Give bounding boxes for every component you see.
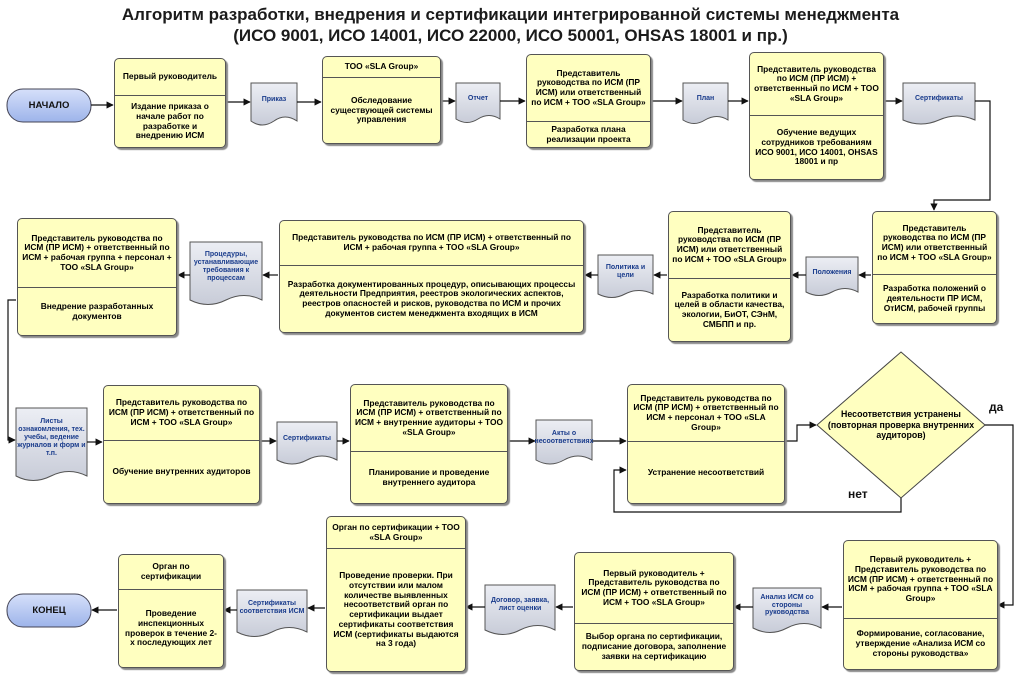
process-box-internal-audit: Представитель руководства по ИСМ (ПР ИСМ…	[350, 384, 508, 504]
doc-label-contract: Договор, заявка, лист оценки	[490, 597, 550, 612]
decision-no-label: нет	[848, 487, 868, 501]
process-box-plan: Представитель руководства по ИСМ (ПР ИСМ…	[526, 54, 651, 148]
doc-shape-familiarization	[15, 407, 88, 481]
box-header: Первый руководитель + Представитель руко…	[575, 553, 733, 624]
doc-label-procedures: Процедуры, устанавливающие требования к …	[193, 251, 259, 282]
end-terminal	[6, 593, 92, 628]
doc-shape-provisions	[805, 256, 859, 296]
box-header: Орган по сертификации + ТОО «SLA Group»	[327, 517, 465, 549]
connector-decision-yes	[985, 424, 1014, 609]
box-body: Обучение внутренних аудиторов	[112, 466, 251, 477]
decision-text: Несоответствия устранены (повторная пров…	[827, 409, 975, 441]
box-body: Издание приказа о начале работ по разраб…	[131, 101, 209, 141]
doc-shape-certificates-mid	[276, 421, 338, 465]
box-body: Разработка положений о деятельности ПР И…	[883, 283, 986, 313]
connector-certs-b5	[930, 100, 991, 211]
start-label: НАЧАЛО	[28, 100, 70, 111]
process-box-certification-audit: Орган по сертификации + ТОО «SLA Group» …	[326, 516, 466, 672]
doc-label-policy: Политика и цели	[605, 264, 646, 279]
box-body: Проведение проверки. При отсутствии или …	[333, 570, 459, 649]
process-box-management-review: Первый руководитель + Представитель руко…	[843, 540, 998, 670]
box-header: Представитель руководства по ИСМ (ПР ИСМ…	[351, 385, 507, 452]
box-body: Проведение инспекционных проверок в тече…	[125, 608, 217, 648]
doc-shape-report	[455, 82, 501, 123]
connector-b8-sheets	[7, 299, 16, 444]
doc-shape-acts	[535, 419, 593, 465]
process-box-corrections: Представитель руководства по ИСМ (ПР ИСМ…	[627, 384, 785, 504]
box-body: Выбор органа по сертификации, подписание…	[581, 631, 727, 661]
doc-label-analysis: Анализ ИСМ со стороны руководства	[760, 593, 814, 617]
diagram-subtitle: (ИСО 9001, ИСО 14001, ИСО 22000, ИСО 500…	[233, 26, 788, 45]
process-box-auditor-training: Представитель руководства по ИСМ (ПР ИСМ…	[103, 385, 260, 504]
doc-label-certificates-top: Сертификаты	[914, 95, 964, 103]
box-body: Внедрение разработанных документов	[40, 300, 154, 321]
box-header: Орган по сертификации	[119, 555, 223, 590]
doc-label-order: Приказ	[261, 96, 287, 104]
box-body: Обследование существующей системы управл…	[330, 94, 433, 125]
box-header: Представитель руководства по ИСМ (ПР ИСМ…	[873, 212, 996, 275]
doc-shape-conformity-certs	[236, 589, 308, 637]
box-body: Разработка политики и целей в области ка…	[674, 289, 785, 329]
process-box-procedures: Представитель руководства по ИСМ (ПР ИСМ…	[279, 220, 584, 333]
doc-label-provisions: Положения	[812, 268, 852, 276]
box-header: Первый руководитель + Представитель руко…	[844, 541, 997, 619]
box-header: Первый руководитель	[115, 59, 225, 96]
process-box-provisions: Представитель руководства по ИСМ (ПР ИСМ…	[872, 211, 997, 324]
doc-label-report: Отчет	[467, 95, 489, 103]
process-box-first-head-order: Первый руководитель Издание приказа о на…	[114, 58, 226, 148]
connector-decision-no	[613, 466, 902, 513]
end-label: КОНЕЦ	[32, 605, 66, 616]
box-body: Устранение несоответствий	[647, 466, 765, 477]
box-header: ТОО «SLA Group»	[323, 57, 440, 78]
box-header: Представитель руководства по ИСМ (ПР ИСМ…	[750, 53, 883, 116]
process-box-implementation: Представитель руководства по ИСМ (ПР ИСМ…	[17, 218, 177, 336]
box-body: Обучение ведущих сотрудников требованиям…	[755, 127, 878, 167]
process-box-surveillance: Орган по сертификации Проведение инспекц…	[118, 554, 224, 668]
doc-label-certificates-mid: Сертификаты	[282, 434, 332, 442]
doc-label-conformity-certs: Сертификаты соответствия ИСМ	[239, 600, 305, 615]
doc-shape-plan	[682, 82, 729, 124]
box-header: Представитель руководства по ИСМ (ПР ИСМ…	[18, 219, 176, 288]
process-box-training-staff: Представитель руководства по ИСМ (ПР ИСМ…	[749, 52, 884, 180]
doc-shape-order	[250, 82, 298, 126]
box-header: Представитель руководства по ИСМ (ПР ИСМ…	[104, 386, 259, 441]
box-header: Представитель руководства по ИСМ (ПР ИСМ…	[628, 385, 784, 442]
decision-yes-label: да	[989, 400, 1004, 414]
process-box-policy: Представитель руководства по ИСМ (ПР ИСМ…	[668, 211, 791, 342]
doc-shape-contract	[484, 584, 556, 635]
box-body: Разработка документированных процедур, о…	[287, 278, 576, 318]
process-box-survey: ТОО «SLA Group» Обследование существующе…	[322, 56, 441, 144]
document-shapes	[15, 82, 976, 637]
doc-shape-analysis	[752, 587, 822, 633]
doc-shape-certificates-top	[902, 82, 976, 125]
doc-shape-procedures	[189, 241, 263, 305]
box-body: Формирование, согласование, утверждение …	[855, 628, 986, 658]
doc-label-familiarization: Листы ознакомления, тех. учебы, ведение …	[17, 418, 86, 457]
doc-label-acts: Акты о несоответствиях	[534, 429, 594, 445]
box-header: Представитель руководства по ИСМ (ПР ИСМ…	[280, 221, 583, 266]
process-box-certification-body-choice: Первый руководитель + Представитель руко…	[574, 552, 734, 671]
box-body: Планирование и проведение внутреннего ау…	[368, 466, 490, 487]
connectors	[7, 97, 1014, 614]
doc-shape-policy	[597, 254, 654, 298]
connector-b11-decision	[785, 421, 817, 442]
box-header: Представитель руководства по ИСМ (ПР ИСМ…	[527, 55, 650, 122]
box-header: Представитель руководства по ИСМ (ПР ИСМ…	[669, 212, 790, 279]
doc-label-plan: План	[696, 95, 715, 103]
box-body: Разработка плана реализации проекта	[546, 123, 631, 144]
diagram-title: Алгоритм разработки, внедрения и сертифи…	[121, 5, 900, 24]
